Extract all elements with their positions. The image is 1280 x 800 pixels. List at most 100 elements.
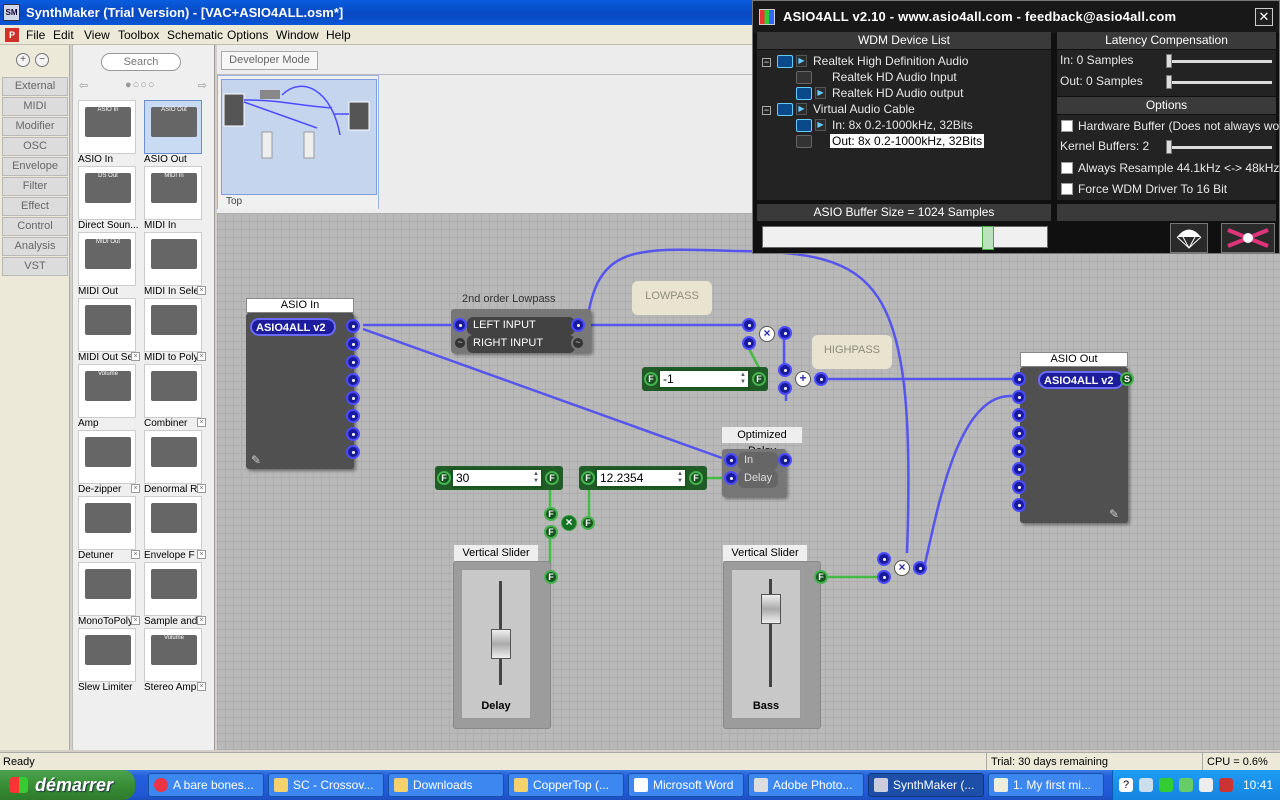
- asio-out-string-pin[interactable]: S: [1120, 372, 1134, 386]
- clock[interactable]: 10:41: [1243, 778, 1274, 792]
- close-icon[interactable]: ×: [197, 352, 206, 361]
- asio-in-output-pin-3[interactable]: [346, 355, 360, 369]
- close-icon[interactable]: ×: [131, 484, 140, 493]
- asio-in-device-label[interactable]: ASIO4ALL v2: [250, 318, 336, 336]
- slider-delay-handle[interactable]: [491, 629, 511, 659]
- document-icon[interactable]: P: [5, 28, 19, 42]
- sum-output[interactable]: [814, 372, 828, 386]
- latency-out-slider[interactable]: [1168, 81, 1272, 84]
- close-icon[interactable]: ×: [131, 616, 140, 625]
- taskbar-item-coppertop[interactable]: CopperTop (...: [508, 773, 624, 797]
- menu-options[interactable]: Options: [227, 28, 269, 42]
- wrench-icon[interactable]: ✎: [1109, 507, 1120, 521]
- lowpass-label[interactable]: LOWPASS: [632, 281, 712, 315]
- always-resample-checkbox[interactable]: [1061, 162, 1073, 174]
- value-30-field[interactable]: 30▲▼: [451, 468, 543, 488]
- fmult-input-a[interactable]: F: [544, 507, 558, 521]
- toolbox-item[interactable]: Combiner×: [144, 364, 206, 429]
- fmult-output[interactable]: F: [581, 516, 595, 530]
- lowpass-left-input-pin[interactable]: [453, 318, 467, 332]
- asio-out-input-pin-1[interactable]: [1012, 372, 1026, 386]
- toolbox-item[interactable]: MIDI to Poly×: [144, 298, 206, 363]
- toolbox-item[interactable]: MIDI Out Se×: [78, 298, 140, 363]
- asio-in-module[interactable]: [246, 313, 354, 469]
- force-16bit-checkbox[interactable]: [1061, 183, 1073, 195]
- play-icon[interactable]: ▶: [815, 119, 826, 131]
- category-midi[interactable]: MIDI: [2, 97, 68, 116]
- sound-icon[interactable]: [1159, 778, 1173, 792]
- wrench-icon[interactable]: ✎: [251, 453, 262, 467]
- schematic-canvas[interactable]: ASIO In ASIO4ALL v2 ✎ 2nd order Lowpass …: [217, 213, 1280, 750]
- speaker-icon[interactable]: [796, 71, 812, 84]
- asio-in-output-pin-7[interactable]: [346, 427, 360, 441]
- toolbox-item[interactable]: Denormal R×: [144, 430, 206, 495]
- category-envelope[interactable]: Envelope: [2, 157, 68, 176]
- minus-one-field[interactable]: -1▲▼: [658, 369, 750, 389]
- latency-in-slider[interactable]: [1168, 60, 1272, 63]
- device-realtek-output[interactable]: Realtek HD Audio output: [832, 86, 964, 100]
- asio-out-input-pin-3[interactable]: [1012, 408, 1026, 422]
- navigator-panel[interactable]: Top: [217, 75, 379, 213]
- device-vac-output[interactable]: Out: 8x 0.2-1000kHz, 32Bits: [830, 134, 985, 148]
- menu-view[interactable]: View: [84, 28, 110, 42]
- menu-help[interactable]: Help: [326, 28, 351, 42]
- buffer-size-slider[interactable]: [762, 226, 1048, 250]
- play-icon[interactable]: ▶: [796, 103, 807, 115]
- mult1-input-a[interactable]: [742, 318, 756, 332]
- close-icon[interactable]: ✕: [1255, 8, 1273, 26]
- synthmaker-app-icon[interactable]: SM: [3, 4, 20, 21]
- asio-in-output-pin-2[interactable]: [346, 337, 360, 351]
- category-filter[interactable]: Filter: [2, 177, 68, 196]
- slider-bass-output-pin[interactable]: F: [814, 570, 828, 584]
- mult2-output[interactable]: [913, 561, 927, 575]
- toolbox-item[interactable]: Sample and×: [144, 562, 206, 627]
- hardware-buffer-checkbox[interactable]: [1061, 120, 1073, 132]
- close-icon[interactable]: ×: [197, 550, 206, 559]
- kernel-buffers-handle[interactable]: [1166, 140, 1172, 154]
- speaker-icon[interactable]: [777, 103, 793, 116]
- asio-out-title[interactable]: ASIO Out: [1020, 352, 1128, 367]
- category-external[interactable]: External: [2, 77, 68, 96]
- asio-out-device-label[interactable]: ASIO4ALL v2: [1038, 371, 1124, 389]
- shield-icon[interactable]: [1199, 778, 1213, 792]
- category-effect[interactable]: Effect: [2, 197, 68, 216]
- asio-out-input-pin-7[interactable]: [1012, 480, 1026, 494]
- tree-collapse-icon[interactable]: −: [762, 57, 771, 67]
- add-icon[interactable]: +: [16, 53, 30, 67]
- arrow-icon[interactable]: [1139, 778, 1153, 792]
- toolbox-item[interactable]: MIDI In Sele×: [144, 232, 206, 297]
- asio-out-input-pin-8[interactable]: [1012, 498, 1026, 512]
- navigator-viewport[interactable]: [221, 79, 377, 195]
- asio-out-input-pin-4[interactable]: [1012, 426, 1026, 440]
- category-vst[interactable]: VST: [2, 257, 68, 276]
- toolbox-search-input[interactable]: Search: [101, 53, 181, 71]
- spin-arrows-icon[interactable]: ▲▼: [677, 471, 683, 484]
- menu-schematic[interactable]: Schematic: [167, 28, 224, 42]
- highpass-label[interactable]: HIGHPASS: [812, 335, 892, 369]
- delay-output-pin[interactable]: [778, 453, 792, 467]
- prev-page-icon[interactable]: ⇦: [79, 80, 89, 92]
- slider-bass-handle[interactable]: [761, 594, 781, 624]
- start-button[interactable]: démarrer: [0, 770, 135, 800]
- delay-value-output-pin[interactable]: F: [689, 471, 703, 485]
- taskbar-item-myfirst[interactable]: 1. My first mi...: [988, 773, 1104, 797]
- mult2-input-a[interactable]: [877, 552, 891, 566]
- asio-out-input-pin-2[interactable]: [1012, 390, 1026, 404]
- advanced-settings-icon[interactable]: [1221, 223, 1275, 253]
- close-icon[interactable]: ×: [131, 352, 140, 361]
- category-osc[interactable]: OSC: [2, 137, 68, 156]
- fmult-input-b[interactable]: F: [544, 525, 558, 539]
- toolbox-item[interactable]: Envelope F×: [144, 496, 206, 561]
- tree-collapse-icon[interactable]: −: [762, 105, 771, 115]
- device-vac-input[interactable]: In: 8x 0.2-1000kHz, 32Bits: [832, 118, 973, 132]
- close-icon[interactable]: ×: [197, 286, 206, 295]
- mult1-input-b[interactable]: [742, 336, 756, 350]
- device-realtek-input[interactable]: Realtek HD Audio Input: [832, 70, 957, 84]
- speaker-icon[interactable]: [796, 119, 812, 132]
- delay-value-field[interactable]: 12.2354▲▼: [595, 468, 687, 488]
